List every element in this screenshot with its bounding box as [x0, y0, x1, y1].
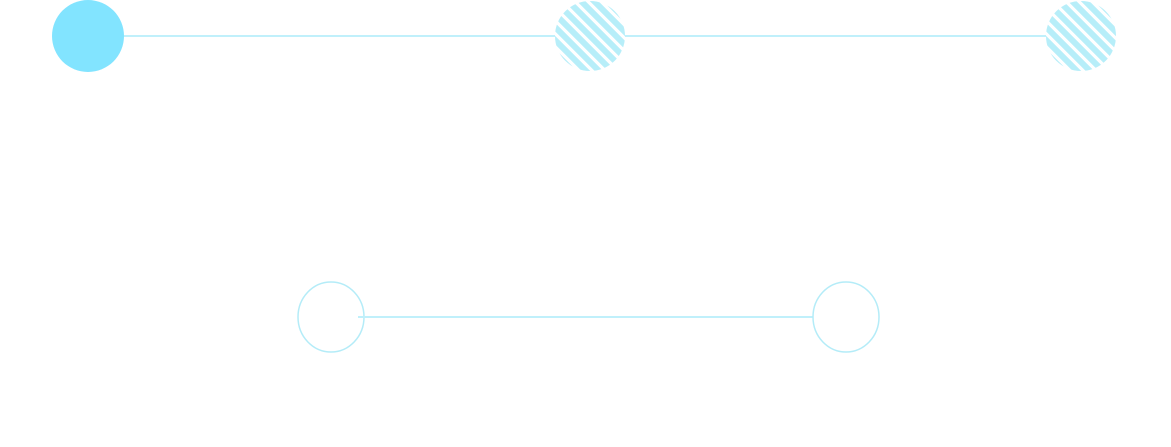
stripe: [568, 1, 625, 71]
stripe: [581, 1, 625, 71]
bottom-step-2-outline-dot[interactable]: [812, 281, 880, 353]
stripe: [1140, 0, 1171, 81]
stripe: [1046, 1, 1116, 71]
step-1-filled-dot[interactable]: [52, 0, 124, 72]
stripe: [555, 1, 560, 71]
step-2-striped-dot[interactable]: [441, 0, 739, 81]
stripe: [555, 1, 612, 71]
stripe: [1046, 1, 1090, 71]
stripe: [1059, 1, 1116, 71]
stripe: [1127, 0, 1171, 81]
stripe: [636, 0, 726, 81]
step-3-striped-dot[interactable]: [932, 0, 1171, 81]
stripe: [932, 0, 1022, 81]
stripe: [555, 1, 625, 71]
stripe: [945, 0, 1035, 81]
stripe: [1072, 1, 1116, 71]
stripe: [555, 1, 599, 71]
stripe: [555, 1, 625, 71]
stripe: [1046, 1, 1103, 71]
stripe: [1046, 1, 1051, 71]
stripe: [441, 0, 531, 81]
stripe: [620, 1, 625, 71]
stripe: [649, 0, 739, 81]
stripe: [1046, 1, 1116, 71]
stripe: [1111, 1, 1116, 71]
stripe: [454, 0, 544, 81]
bottom-step-1-outline-dot[interactable]: [297, 281, 365, 353]
